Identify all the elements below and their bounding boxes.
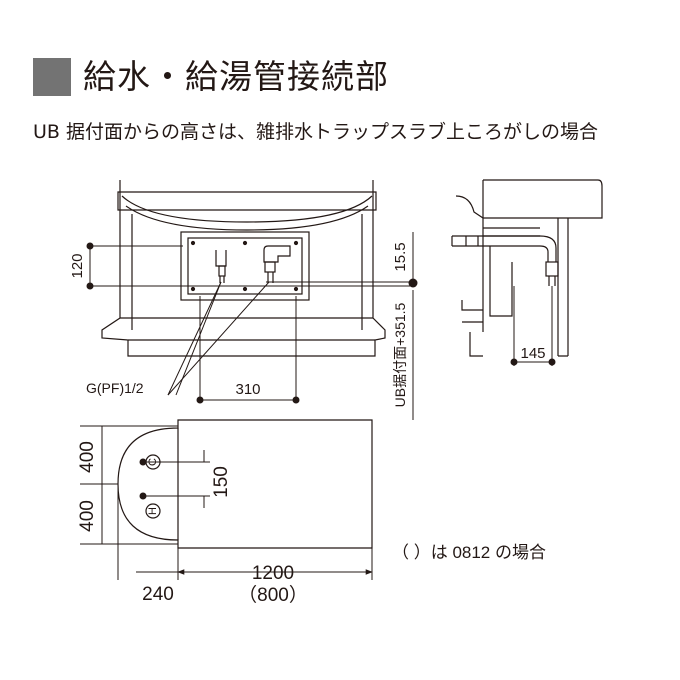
dim-400-lower-label: 400 <box>77 500 98 532</box>
connection-panel <box>180 231 310 301</box>
dim-1200-label: 1200 <box>252 563 294 584</box>
hot-marker-circle <box>145 503 161 519</box>
dim-15-5-label: 15.5 <box>392 242 409 271</box>
hot-marker-label: H <box>147 507 159 515</box>
page-title: 給水・給湯管接続部 <box>83 57 389 96</box>
dim-310-label: 310 <box>235 381 260 398</box>
plan-view <box>80 419 373 580</box>
dim-120-label: 120 <box>69 253 86 278</box>
cold-marker-circle <box>145 454 161 470</box>
note-label: （ ）は 0812 の場合 <box>392 543 546 562</box>
dim-800-label: （800） <box>238 584 308 606</box>
dimension-lines <box>89 232 416 420</box>
front-view <box>86 180 418 420</box>
dim-400-upper-label: 400 <box>77 441 98 473</box>
dim-point <box>86 242 94 250</box>
dim-point <box>408 278 418 288</box>
dim-point <box>196 396 204 404</box>
page-subtitle: UB 据付面からの高さは、雑排水トラップスラブ上ころがしの場合 <box>33 121 598 143</box>
dim-145-label: 145 <box>520 345 545 362</box>
side-view <box>451 179 603 366</box>
dim-ub-height-label: UB据付面+351.5 <box>392 302 408 407</box>
title-square-icon <box>33 58 71 96</box>
pipe-right <box>263 245 291 283</box>
title-block: 給水・給湯管接続部 <box>33 58 389 96</box>
basin-body <box>101 180 386 357</box>
pipe-left <box>215 250 227 283</box>
dim-150-label: 150 <box>211 466 232 498</box>
dim-240-label: 240 <box>142 584 174 605</box>
pipe-thread-label: G(PF)1/2 <box>86 380 144 396</box>
cold-marker-label: C <box>147 458 159 466</box>
dim-point <box>292 396 300 404</box>
dim-point <box>86 282 94 290</box>
